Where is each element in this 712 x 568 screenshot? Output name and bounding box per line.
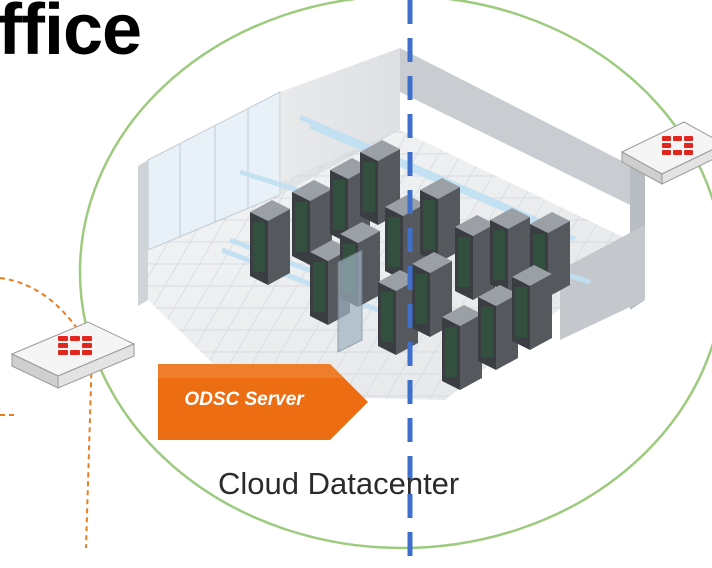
odsc-server-label: ODSC Server	[184, 389, 304, 410]
server-rack-icon	[292, 180, 332, 265]
server-rack-icon	[455, 215, 495, 300]
datacenter-boundary-circle	[78, 0, 712, 550]
server-rack-icon	[442, 305, 482, 390]
server-rack-icon	[478, 285, 518, 370]
server-rack-icon	[385, 195, 425, 280]
firewall-appliance-icon	[10, 321, 136, 389]
datacenter-label: Cloud Datacenter	[218, 466, 460, 501]
server-rack-icon	[250, 200, 290, 285]
tag-arrow-shape	[158, 364, 368, 440]
fortinet-logo-icon	[662, 136, 693, 155]
server-rack-icon	[512, 265, 552, 350]
server-rack-icon	[490, 208, 530, 293]
server-racks	[250, 140, 570, 390]
odsc-server-tag: ODSC Server	[158, 364, 370, 442]
rack-door	[337, 249, 363, 353]
server-rack-icon	[420, 178, 460, 263]
page-title: ffice	[0, 0, 142, 70]
network-link-line	[0, 277, 94, 549]
fortinet-logo-icon	[58, 336, 92, 355]
firewall-appliance-icon	[620, 121, 712, 185]
